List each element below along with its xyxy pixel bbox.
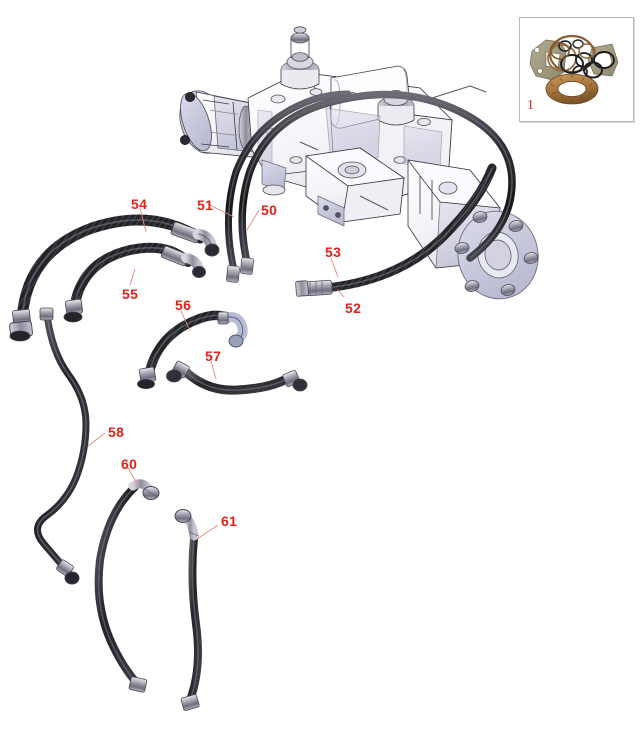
hose-56-lower-fitting — [137, 366, 157, 389]
hydraulic-hose-61 — [174, 509, 202, 711]
tube-58-bottom-fitting — [56, 559, 80, 585]
hose-54-right-fitting — [170, 221, 220, 257]
hose-fitting-52 — [295, 279, 333, 297]
valve-turret — [280, 26, 320, 90]
hose-57-left-fitting — [166, 360, 190, 383]
hose-50-end-fitting — [240, 257, 254, 275]
callout-56: 56 — [175, 297, 192, 313]
callout-51: 51 — [197, 197, 214, 213]
hose-60-bottom-fitting — [128, 676, 148, 693]
gasket-kit-inset — [519, 17, 634, 122]
hydraulic-hose-53 — [295, 163, 497, 297]
tube-58-top-fitting — [39, 307, 54, 321]
callout-55: 55 — [122, 286, 139, 302]
hose-fitting-60 — [128, 479, 160, 500]
hose-57-right-fitting — [282, 370, 308, 392]
splined-seal-ring — [545, 73, 599, 105]
callout-54: 54 — [131, 196, 148, 212]
seal-ring-brown — [550, 42, 596, 60]
hydraulic-hose-56 — [137, 310, 248, 389]
pump-housing — [247, 26, 453, 207]
hose-54-left-fitting — [9, 308, 33, 342]
hydraulic-hose-60 — [94, 479, 160, 693]
gasket-kit-illustration — [529, 34, 619, 105]
callout-57: 57 — [205, 348, 222, 364]
hose-51-end-fitting — [226, 265, 240, 283]
inset-callout-1: 1 — [527, 98, 534, 113]
hydraulic-hose-57 — [166, 360, 308, 395]
hydraulic-hose-51 — [224, 90, 352, 283]
callout-60: 60 — [121, 456, 138, 472]
hose-56-elbow-fitting — [217, 311, 248, 348]
hydraulic-hose-50 — [238, 90, 516, 275]
callout-leader-lines — [87, 204, 345, 540]
hydraulic-hose-55 — [63, 242, 206, 323]
callout-58: 58 — [108, 424, 125, 440]
support-bracket — [261, 159, 287, 196]
right-pump-flange — [407, 159, 539, 300]
callout-50: 50 — [261, 202, 278, 218]
callout-52: 52 — [345, 300, 362, 316]
hose-fitting-61 — [174, 509, 200, 541]
hose-55-right-fitting — [160, 245, 206, 278]
hose-55-left-fitting — [63, 298, 84, 323]
hose-61-bottom-fitting — [180, 694, 200, 711]
hydraulic-tube-58 — [34, 307, 90, 585]
o-ring-set — [558, 39, 615, 79]
callout-61: 61 — [221, 513, 238, 529]
hydraulic-hose-54 — [9, 214, 220, 342]
callout-53: 53 — [325, 244, 342, 260]
valve-block — [305, 147, 405, 227]
